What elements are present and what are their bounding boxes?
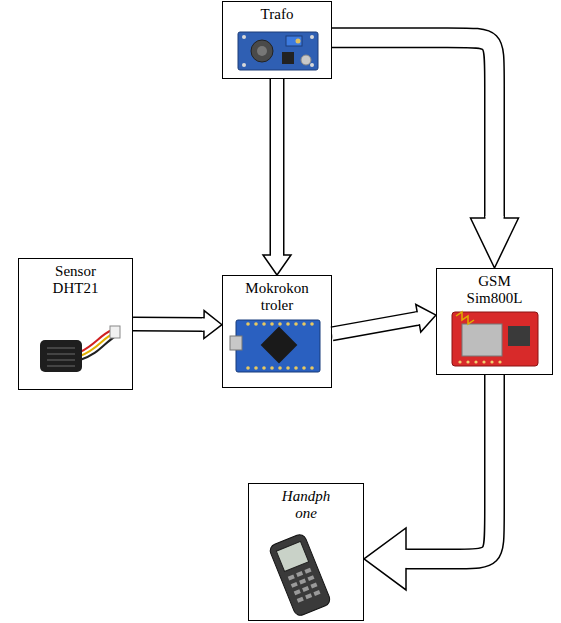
node-label: Handph one [276, 488, 336, 523]
arrow-shaft-fill [406, 375, 495, 559]
arrow-shaft-fill [332, 38, 495, 218]
process-box: Sensor DHT21 [18, 258, 133, 390]
arrow-joint [486, 216, 504, 220]
block-arrow [332, 38, 519, 268]
process-box: Handph one [248, 483, 364, 621]
converter-board [238, 32, 318, 70]
block-arrow [263, 79, 291, 275]
arrow-joint [271, 253, 283, 257]
gsm-module [452, 312, 538, 366]
arrow-head [416, 304, 436, 332]
block-arrow [332, 304, 436, 333]
node-label: Sensor DHT21 [45, 263, 107, 298]
arrow-shaft-outline [332, 38, 495, 218]
node-label: Mokrokon troler [242, 280, 312, 315]
arrow-joint [404, 550, 408, 568]
arrow-joint [202, 319, 206, 331]
sensor-device [40, 326, 120, 372]
process-box: GSM Sim800L [436, 268, 553, 375]
arrow-shaft-fill [133, 318, 204, 331]
arrow-head [471, 218, 519, 268]
block-arrow [133, 311, 222, 339]
process-box: Mokrokon troler [222, 275, 332, 388]
arrow-head [204, 311, 222, 339]
process-box: Trafo [222, 1, 332, 79]
microcontroller-board [230, 320, 320, 372]
phone-picture [268, 533, 332, 618]
node-label: Trafo [232, 6, 322, 23]
arrow-shaft-outline [270, 79, 285, 255]
arrow-head [364, 528, 406, 590]
node-label: GSM Sim800L [462, 273, 528, 308]
arrow-shaft-fill [332, 318, 418, 333]
arrow-head [263, 255, 291, 275]
arrow-shaft-outline [133, 317, 204, 333]
arrow-joint [416, 312, 420, 325]
block-arrow [364, 375, 495, 590]
arrow-shaft-fill [271, 79, 283, 255]
arrow-shaft-outline [406, 375, 495, 559]
arrow-shaft-outline [332, 318, 418, 333]
